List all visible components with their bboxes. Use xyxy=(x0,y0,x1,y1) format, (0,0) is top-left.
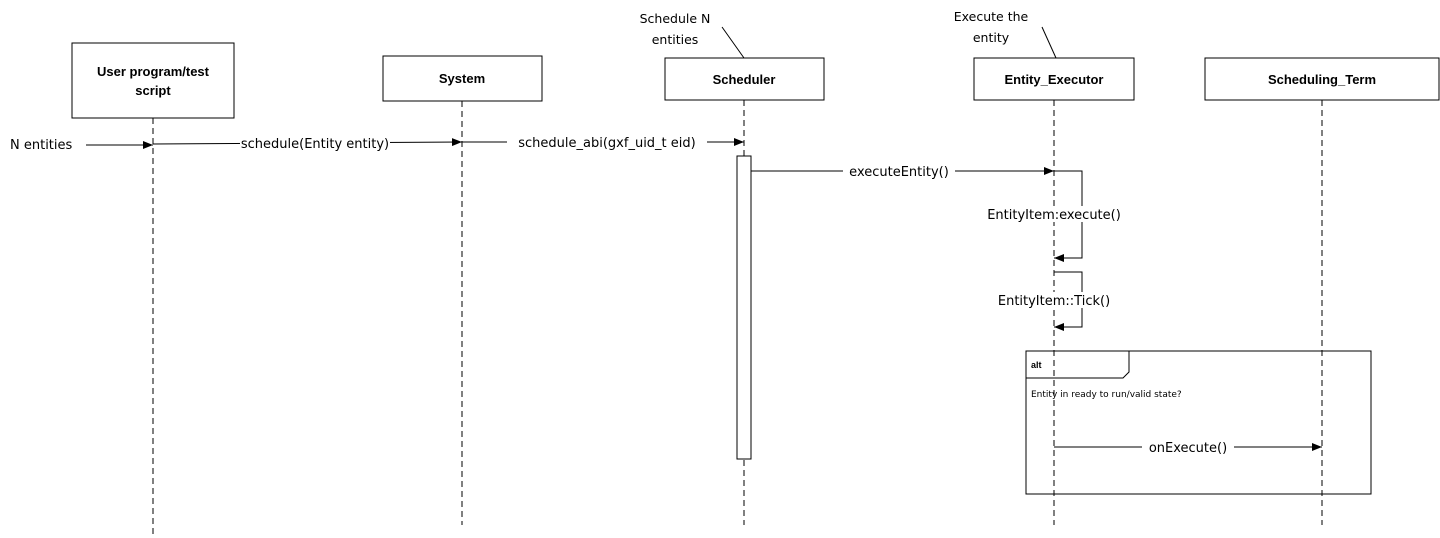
message-item-execute: EntityItem:execute() xyxy=(978,170,1128,262)
alt-fragment-tag-box xyxy=(1026,351,1130,379)
alt-fragment-tag: alt xyxy=(1031,360,1042,370)
participant-user-label-line2: script xyxy=(135,83,171,98)
alt-fragment-frame xyxy=(1025,350,1372,495)
note-execute-the-entity: Execute the entity xyxy=(954,9,1057,59)
activation-bar-scheduler xyxy=(736,155,752,460)
message-schedule-abi-label: schedule_abi(gxf_uid_t eid) xyxy=(518,136,695,151)
message-item-tick-label: EntityItem::Tick() xyxy=(998,294,1110,309)
participant-user: User program/test script xyxy=(71,42,235,119)
message-execute-entity: executeEntity() xyxy=(751,163,1054,180)
note-execute-line1: Execute the xyxy=(954,9,1029,24)
message-schedule-label: schedule(Entity entity) xyxy=(241,137,389,152)
participant-executor-label: Entity_Executor xyxy=(1005,72,1104,87)
participant-system: System xyxy=(382,55,543,102)
participant-user-label-line1: User program/test xyxy=(97,64,210,79)
message-schedule: schedule(Entity entity) xyxy=(152,135,463,152)
participant-scheduler-label: Scheduler xyxy=(713,72,776,87)
note-schedule-line1: Schedule N xyxy=(640,11,711,26)
participant-scheduling-term-label: Scheduling_Term xyxy=(1268,72,1376,87)
message-n-entities: N entities xyxy=(10,138,153,153)
participant-system-label: System xyxy=(439,71,485,86)
message-item-tick: EntityItem::Tick() xyxy=(988,271,1120,331)
message-execute-entity-label: executeEntity() xyxy=(849,165,949,180)
note-execute-connector xyxy=(1041,26,1057,59)
message-item-execute-label: EntityItem:execute() xyxy=(987,208,1121,223)
note-execute-line2: entity xyxy=(973,30,1010,45)
note-schedule-line2: entities xyxy=(652,32,699,47)
message-on-execute: onExecute() xyxy=(1054,439,1322,456)
note-schedule-connector xyxy=(721,26,745,59)
message-on-execute-label: onExecute() xyxy=(1149,441,1227,456)
note-schedule-n-entities: Schedule N entities xyxy=(640,11,745,59)
participant-scheduling-term: Scheduling_Term xyxy=(1204,57,1440,101)
message-n-entities-label: N entities xyxy=(10,138,73,153)
alt-fragment-condition: Entity in ready to run/valid state? xyxy=(1031,390,1182,400)
message-schedule-abi: schedule_abi(gxf_uid_t eid) xyxy=(462,134,744,151)
participant-executor: Entity_Executor xyxy=(973,57,1135,101)
participant-scheduler: Scheduler xyxy=(664,57,825,101)
alt-fragment: alt Entity in ready to run/valid state? xyxy=(1025,350,1372,495)
